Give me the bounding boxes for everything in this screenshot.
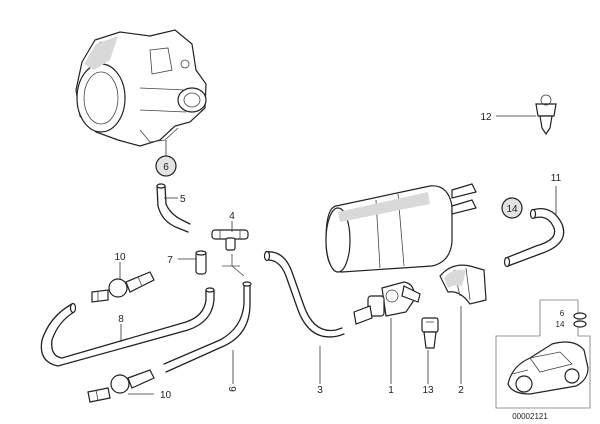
callout-3: 3	[317, 385, 323, 396]
inset-callout-14: 14	[556, 320, 565, 329]
callout-6: 6	[163, 162, 169, 173]
diagram-reference-number: 00002121	[512, 412, 548, 421]
callout-4: 4	[229, 211, 235, 222]
callout-13: 13	[422, 385, 434, 396]
callout-1: 1	[388, 385, 394, 396]
callout-10-lower: 10	[160, 390, 172, 401]
part-13-connector	[421, 317, 439, 349]
callout-9: 9	[226, 386, 237, 392]
part-9-hose	[163, 254, 252, 373]
carbon-canister	[325, 183, 477, 273]
callout-14: 14	[506, 204, 518, 215]
callout-10-upper: 10	[114, 252, 126, 263]
throttle-housing	[75, 29, 207, 147]
part-10-upper-connector	[91, 271, 155, 303]
part-1-purge-valve	[353, 281, 421, 325]
inset-vehicle-location	[495, 299, 591, 409]
part-11-hose	[503, 207, 565, 268]
part-10-lower-connector	[87, 369, 155, 403]
callout-8: 8	[118, 314, 124, 325]
part-3-hose	[263, 250, 345, 338]
callout-12: 12	[480, 112, 492, 123]
part-8-hose	[40, 287, 215, 367]
callout-7: 7	[167, 255, 173, 266]
callout-2: 2	[458, 385, 464, 396]
part-7-sleeve	[195, 250, 207, 275]
part-2-holder	[439, 264, 487, 305]
callout-14-circle	[501, 197, 523, 219]
callout-6-circle	[155, 155, 177, 177]
inset-callout-6: 6	[560, 309, 565, 318]
callout-5: 5	[180, 194, 186, 205]
callout-11: 11	[551, 173, 562, 184]
part-5-hose	[156, 183, 191, 233]
part-4-t-piece	[211, 229, 249, 251]
part-12-clip	[535, 94, 557, 136]
